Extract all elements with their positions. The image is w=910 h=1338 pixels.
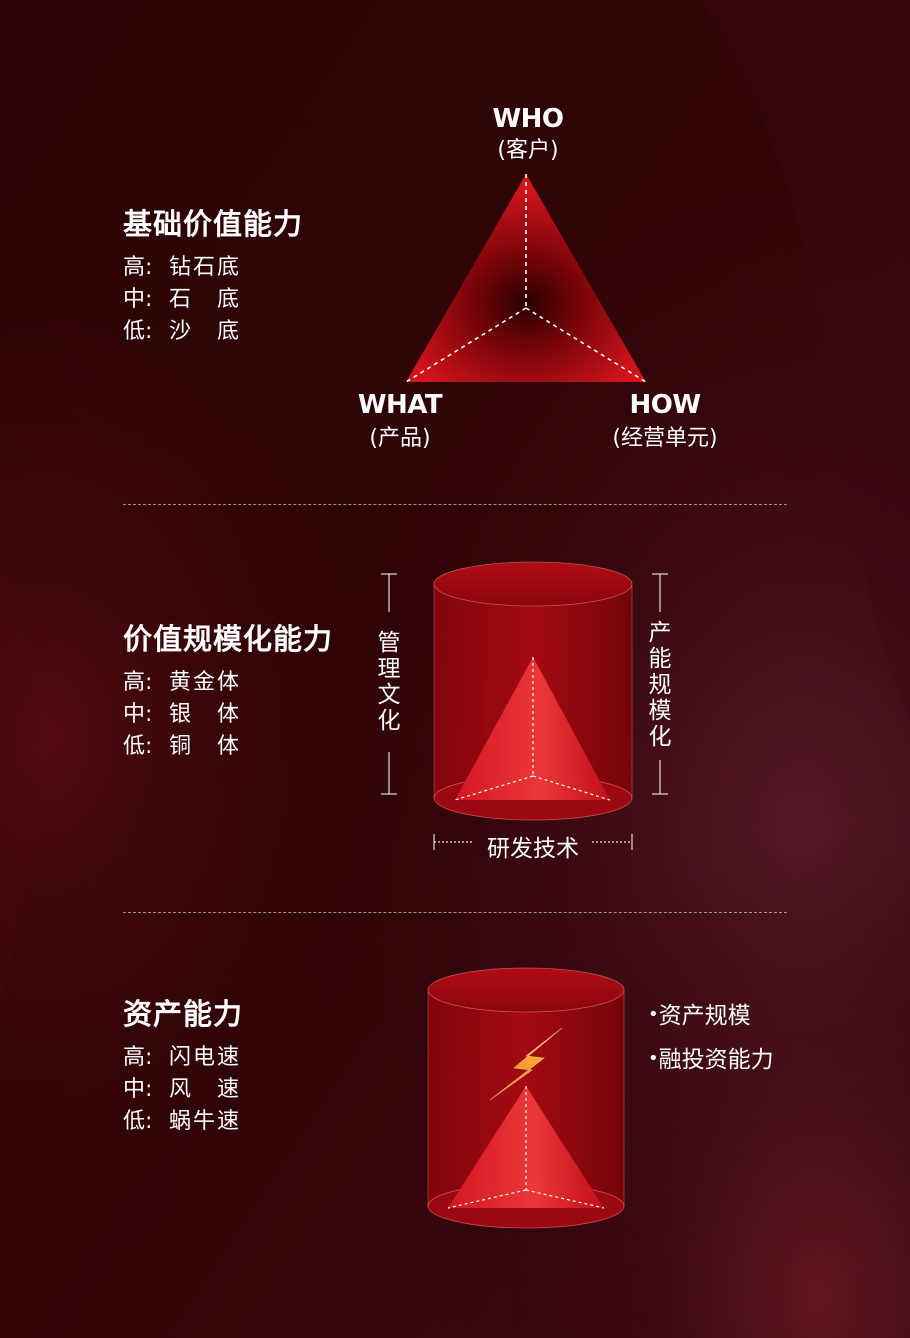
level-value: 沙 底 [169, 319, 242, 344]
lightning-bolt-icon [489, 1027, 563, 1101]
bullet-dot: • [648, 1004, 659, 1025]
inner-edge [454, 775, 534, 801]
label-how-cn: (经营单元) [612, 426, 718, 451]
label-how: HOW [629, 390, 701, 420]
level-high: 高: 黄金体 [123, 667, 333, 699]
level-value: 银 体 [169, 702, 242, 727]
cylinder-diagram [381, 561, 668, 850]
section-title: 基础价值能力 [123, 207, 304, 241]
level-value: 黄金体 [169, 670, 242, 695]
inner-edge [525, 1189, 605, 1209]
bullet-financing-ability: •融投资能力 [648, 1040, 774, 1074]
bullet-asset-scale: •资产规模 [648, 996, 751, 1030]
cylinder-top [427, 967, 625, 1013]
inner-edge [532, 775, 611, 801]
bullet-dot: • [648, 1048, 659, 1069]
section-asset: 资产能力 高: 闪电速 中: 风 速 低: 蜗牛速 [123, 996, 243, 1138]
level-key: 低: [123, 1109, 153, 1134]
pyramid-diagram [405, 174, 647, 383]
level-high: 高: 闪电速 [123, 1042, 243, 1074]
bullet-text: 融投资能力 [658, 1047, 774, 1073]
level-low: 低: 铜 体 [123, 731, 333, 763]
axis-label-capacity-scaling: 产能规模化 [648, 620, 672, 750]
level-key: 中: [123, 702, 153, 727]
section-title: 价值规模化能力 [123, 622, 334, 656]
divider [123, 912, 787, 913]
label-what: WHAT [357, 390, 443, 420]
section-value-scaling: 价值规模化能力 高: 黄金体 中: 银 体 低: 铜 体 [123, 621, 333, 763]
level-value: 钻石底 [169, 255, 242, 280]
inner-pyramid [455, 657, 610, 800]
asset-cylinder-diagram [427, 967, 625, 1229]
level-key: 高: [123, 1045, 153, 1070]
level-low: 低: 蜗牛速 [123, 1106, 243, 1138]
level-value: 闪电速 [169, 1045, 242, 1070]
level-key: 中: [123, 287, 153, 312]
inner-edge [447, 1189, 527, 1209]
section-basic-value: 基础价值能力 高: 钻石底 中: 石 底 低: 沙 底 [123, 206, 303, 348]
label-who-cn: (客户) [497, 138, 559, 163]
level-mid: 中: 银 体 [123, 699, 333, 731]
level-high: 高: 钻石底 [123, 252, 303, 284]
label-who: WHO [492, 104, 564, 134]
level-value: 风 速 [169, 1077, 242, 1102]
level-key: 低: [123, 734, 153, 759]
level-value: 石 底 [169, 287, 242, 312]
level-key: 低: [123, 319, 153, 344]
level-mid: 中: 石 底 [123, 284, 303, 316]
level-mid: 中: 风 速 [123, 1074, 243, 1106]
axis-label-rd-tech: 研发技术 [487, 836, 579, 862]
level-value: 铜 体 [169, 734, 242, 759]
level-low: 低: 沙 底 [123, 316, 303, 348]
divider [123, 504, 787, 505]
cylinder-top [433, 561, 633, 607]
level-key: 高: [123, 670, 153, 695]
level-key: 中: [123, 1077, 153, 1102]
level-value: 蜗牛速 [169, 1109, 242, 1134]
section-title: 资产能力 [123, 997, 244, 1031]
bullet-text: 资产规模 [658, 1003, 751, 1029]
axis-label-management-culture: 管理文化 [377, 630, 401, 734]
label-what-cn: (产品) [369, 426, 431, 451]
level-key: 高: [123, 255, 153, 280]
